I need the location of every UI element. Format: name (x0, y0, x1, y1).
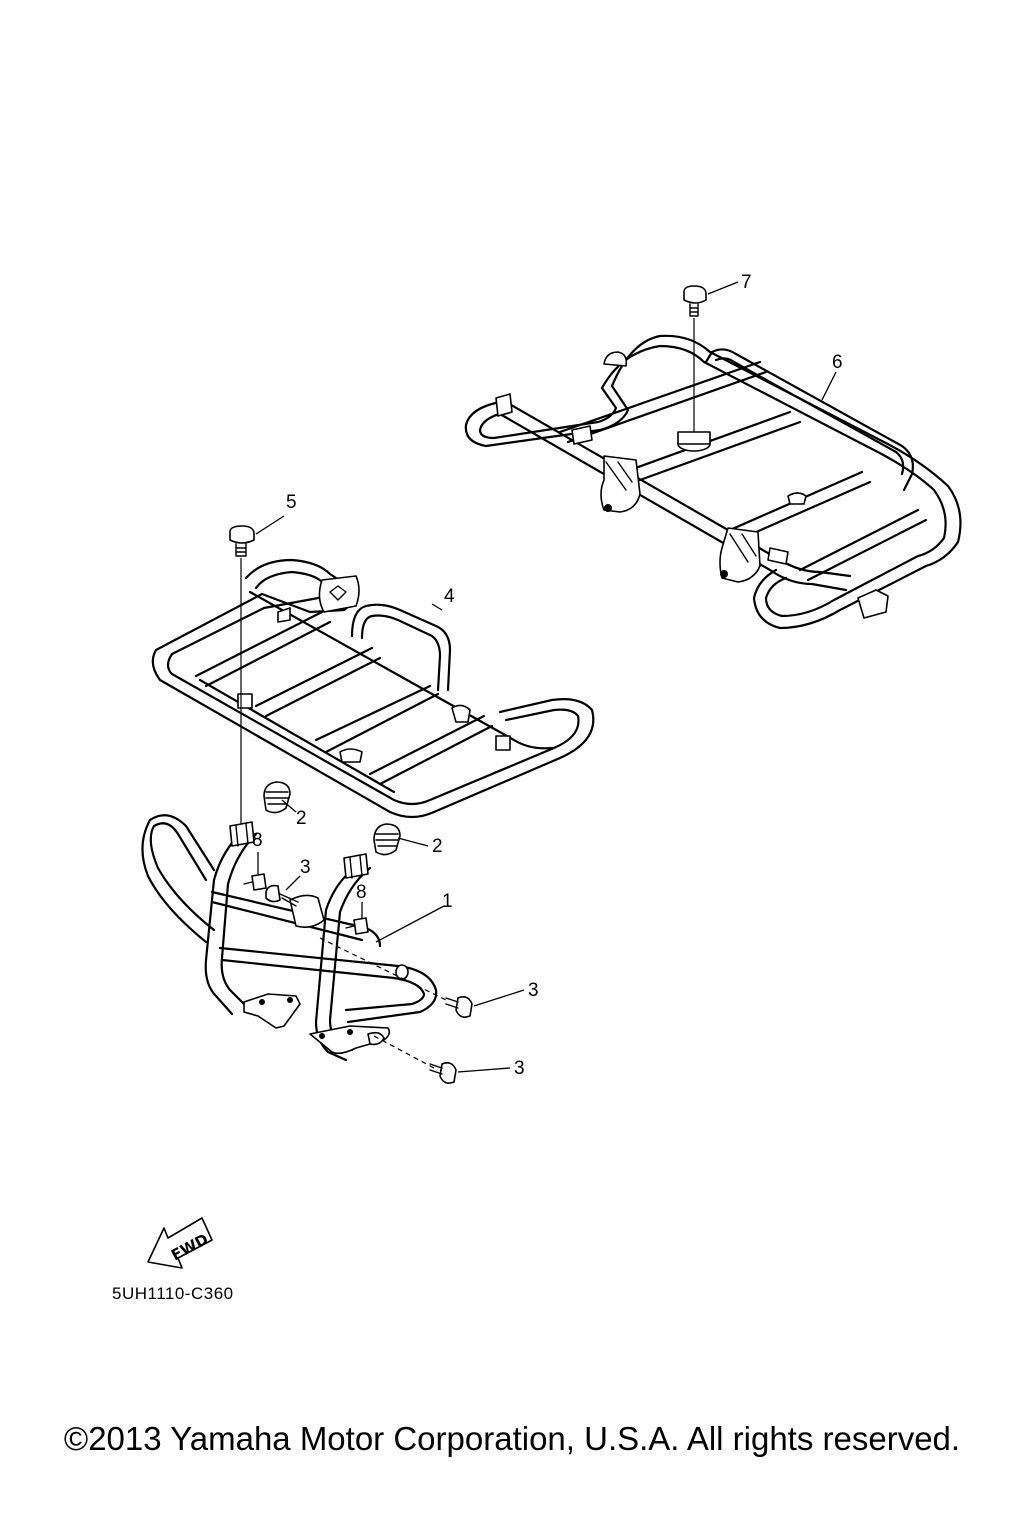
grommet-part-2-lower (373, 823, 401, 856)
callout-6: 6 (832, 352, 843, 373)
callout-2-lower: 2 (432, 836, 443, 857)
bolt-part-3-right (445, 996, 473, 1018)
callout-3-right: 3 (528, 980, 539, 1001)
callout-7: 7 (741, 272, 752, 293)
copyright-notice: ©2013 Yamaha Motor Corporation, U.S.A. A… (63, 1420, 961, 1457)
callout-3-lower: 3 (514, 1058, 525, 1079)
callout-5: 5 (286, 492, 297, 513)
callout-1: 1 (442, 891, 453, 912)
callout-3-center: 3 (300, 857, 311, 878)
bolt-part-3-center (265, 884, 299, 907)
diagram-code: 5UH1110-C360 (112, 1284, 234, 1303)
bolt-part-5 (229, 525, 255, 557)
callout-2-upper: 2 (296, 808, 307, 829)
bolt-part-3-lower (429, 1062, 457, 1084)
bolt-part-8-right (345, 917, 369, 935)
callout-4: 4 (444, 586, 455, 607)
front-carrier-part-4 (151, 558, 595, 819)
grommet-part-2-upper (263, 781, 291, 814)
callout-8-right: 8 (356, 882, 367, 903)
rear-carrier-part-6 (464, 334, 962, 630)
bolt-part-8-left (243, 873, 267, 891)
callout-8-left: 8 (252, 830, 263, 851)
bolt-part-7 (683, 285, 707, 317)
forward-direction-arrow-icon: FWD (147, 1217, 213, 1269)
